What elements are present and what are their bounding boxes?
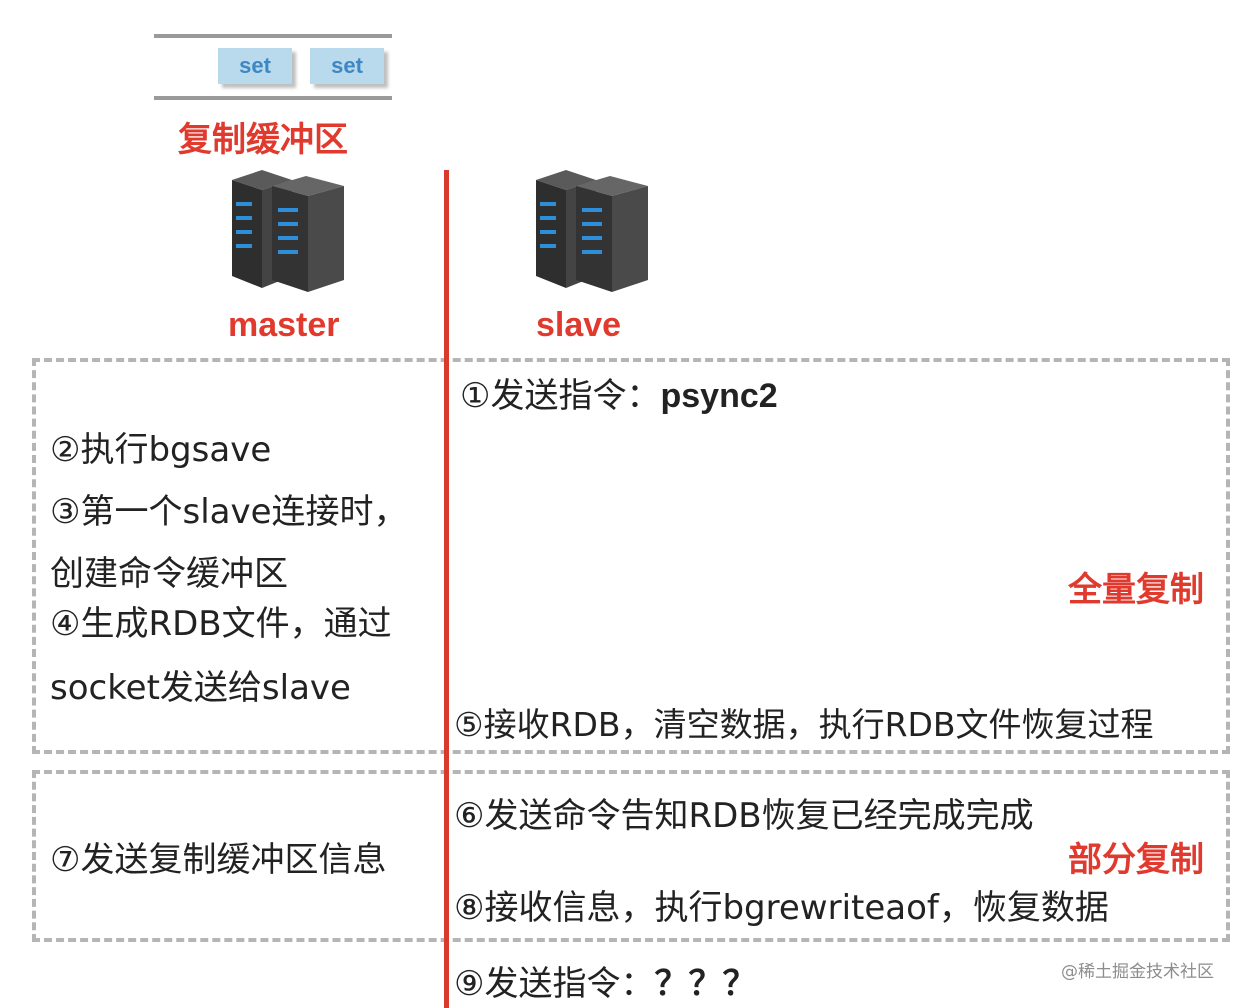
buffer-bottom-line — [154, 96, 392, 100]
master-server-icon — [232, 170, 344, 292]
step-8: ⑧接收信息，执行bgrewriteaof，恢复数据 — [454, 888, 1109, 928]
step-1: ①发送指令：psync2 — [460, 368, 778, 417]
partial-sync-box — [32, 770, 1230, 942]
step-2: ②执行bgsave — [50, 430, 272, 470]
buffer-label: 复制缓冲区 — [178, 121, 348, 159]
full-sync-tag: 全量复制 — [1068, 571, 1204, 609]
step-9-command: ？？？ — [654, 965, 757, 1003]
buffer-cell-set-2: set — [310, 48, 384, 84]
partial-sync-tag: 部分复制 — [1068, 841, 1204, 879]
step-3-line-2: 创建命令缓冲区 — [50, 554, 288, 594]
step-4-line-2: socket发送给slave — [50, 668, 351, 708]
step-3-line-1: ③第一个slave连接时， — [50, 492, 408, 532]
step-5: ⑤接收RDB，清空数据，执行RDB文件恢复过程 — [454, 705, 1154, 744]
buffer-top-line — [154, 34, 392, 38]
buffer-cell-set-1: set — [218, 48, 292, 84]
step-1-text: ①发送指令： — [460, 376, 661, 416]
full-sync-box — [32, 358, 1230, 754]
watermark: @稀土掘金技术社区 — [1061, 962, 1214, 982]
step-6: ⑥发送命令告知RDB恢复已经完成完成 — [454, 796, 1034, 836]
slave-label: slave — [536, 306, 622, 344]
step-4-line-1: ④生成RDB文件，通过 — [50, 604, 392, 644]
slave-server-icon — [536, 170, 648, 292]
master-slave-divider — [444, 170, 449, 1008]
step-1-command: psync2 — [660, 377, 778, 415]
step-9: ⑨发送指令：？？？ — [454, 956, 756, 1005]
step-7: ⑦发送复制缓冲区信息 — [50, 840, 387, 880]
master-label: master — [228, 306, 340, 344]
step-9-text: ⑨发送指令： — [454, 964, 655, 1004]
